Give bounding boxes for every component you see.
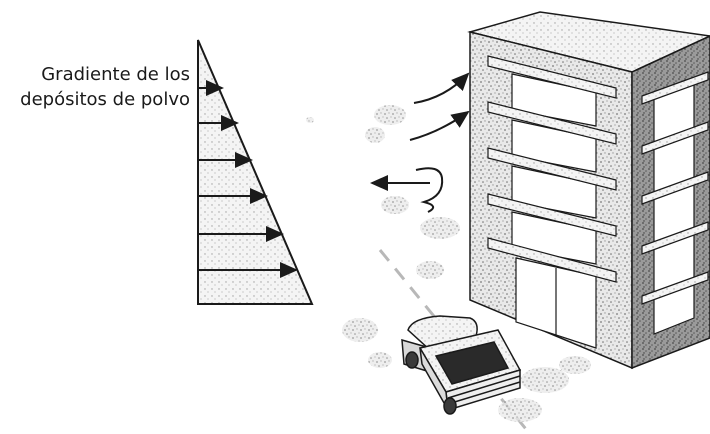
gradient-arrows — [198, 80, 298, 278]
pickup-truck-icon — [401, 315, 522, 415]
gradient-triangle-icon — [197, 39, 314, 305]
dust-cloud-icon — [306, 105, 591, 422]
side-ledges — [641, 71, 709, 305]
gradient-label: Gradiente de los depósitos de polvo — [20, 64, 190, 110]
front-ledges — [487, 55, 617, 283]
gradient-label-line2: depósitos de polvo — [20, 89, 190, 110]
gradient-label-line1: Gradiente de los — [41, 64, 190, 85]
building-icon — [467, 11, 710, 370]
wind-arrow-icon — [370, 72, 470, 213]
